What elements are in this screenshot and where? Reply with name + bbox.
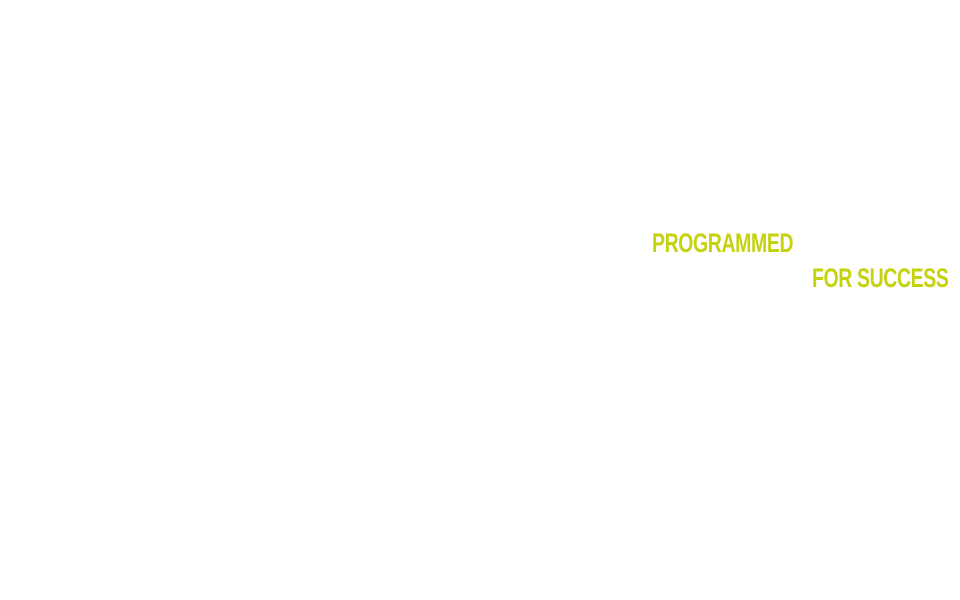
- headline-line-programmed: PROGRAMMED: [652, 228, 794, 258]
- headline-line-for-success: FOR SUCCESS: [812, 263, 949, 293]
